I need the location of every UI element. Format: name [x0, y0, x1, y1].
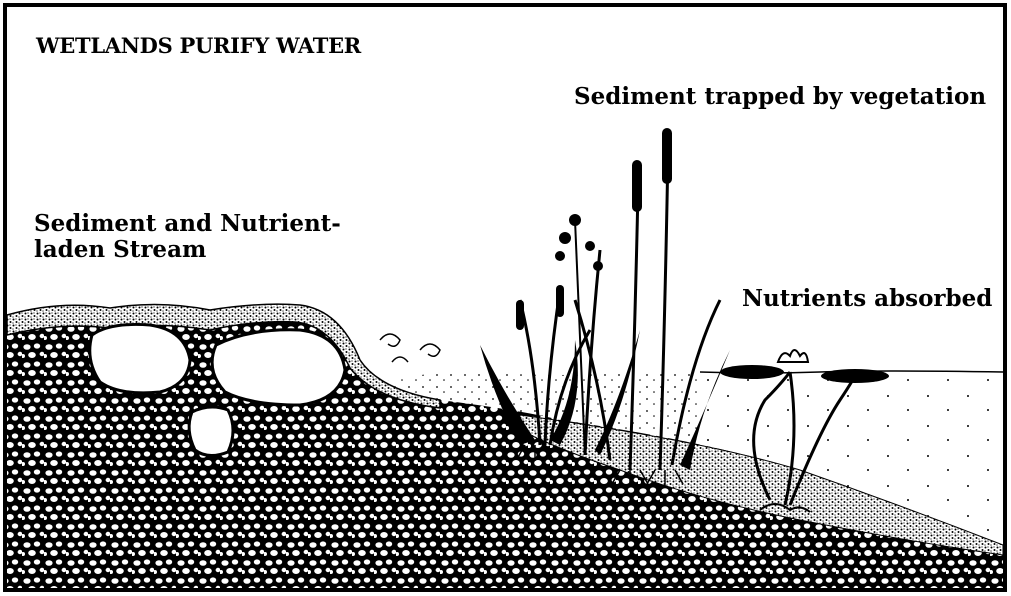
- label-stream: Sediment and Nutrient- laden Stream: [34, 211, 364, 263]
- rock: [90, 324, 190, 392]
- label-stream-line1: Sediment and Nutrient-: [34, 210, 341, 237]
- label-nutrients-absorbed: Nutrients absorbed: [742, 286, 992, 312]
- label-sediment-trapped: Sediment trapped by vegetation: [574, 84, 986, 110]
- rock: [189, 407, 233, 456]
- rock: [212, 330, 345, 405]
- label-stream-line2: laden Stream: [34, 236, 206, 263]
- diagram-title: WETLANDS PURIFY WATER: [36, 34, 361, 58]
